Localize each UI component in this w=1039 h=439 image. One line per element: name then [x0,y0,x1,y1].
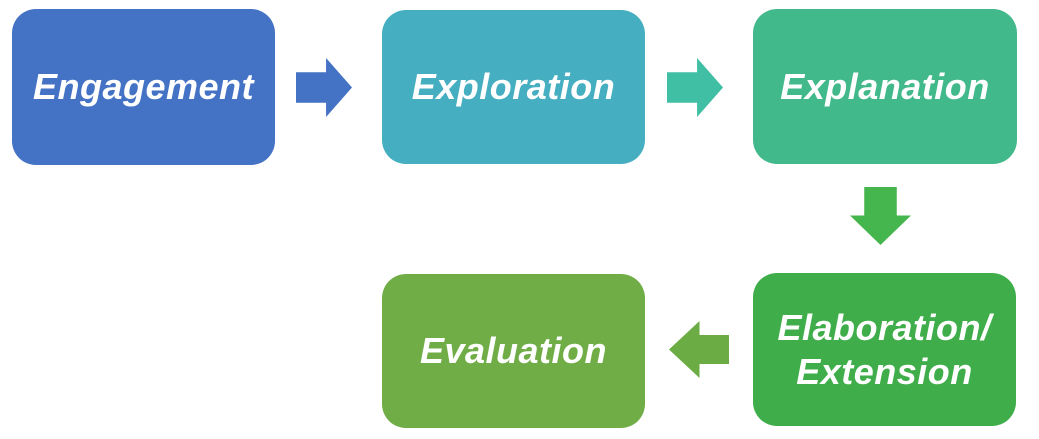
step-label-engagement: Engagement [32,66,255,108]
step-box-engagement: Engagement [12,9,275,165]
step-label-exploration: Exploration [411,66,616,108]
step-box-evaluation: Evaluation [382,274,645,428]
step-label-elaboration-extension: Elaboration/ Extension [777,307,992,392]
left-arrow-shape [669,321,729,378]
right-arrow-icon [296,58,352,117]
step-label-explanation: Explanation [780,65,990,107]
step-box-exploration: Exploration [382,10,645,164]
right-arrow-shape-2 [667,58,723,117]
down-arrow-icon [850,187,911,245]
step-box-elaboration-extension: Elaboration/ Extension [753,273,1016,426]
step-box-explanation: Explanation [753,9,1017,164]
down-arrow-shape [850,187,911,245]
left-arrow-icon [669,321,729,378]
right-arrow-shape-1 [296,58,352,117]
step-label-evaluation: Evaluation [419,330,608,372]
right-arrow-icon [667,58,723,117]
